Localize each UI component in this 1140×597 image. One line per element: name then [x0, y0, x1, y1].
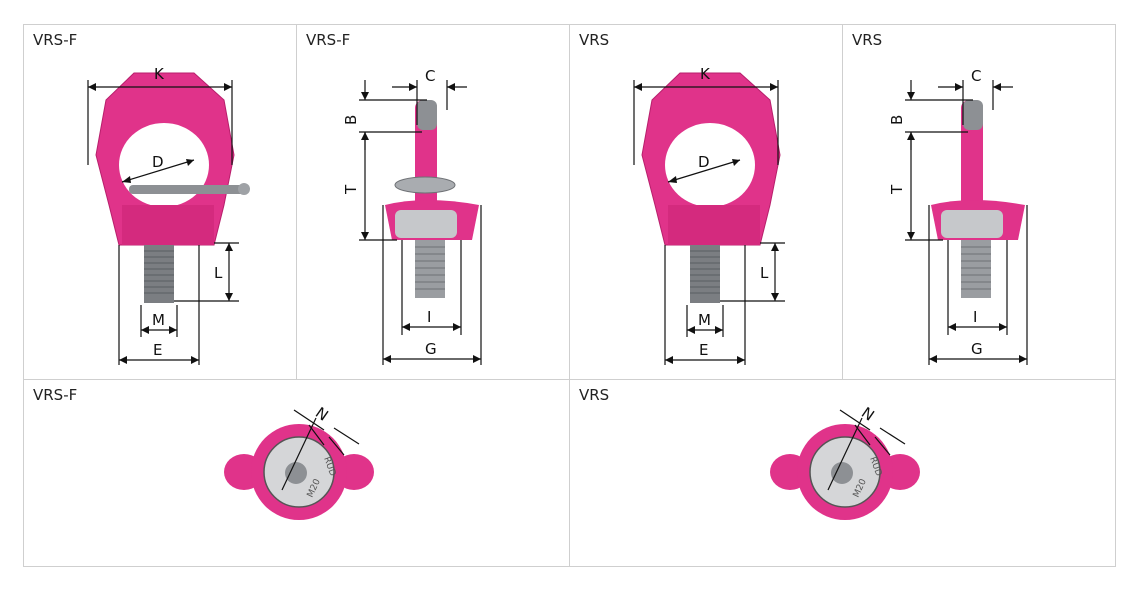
- column-divider: [569, 24, 570, 567]
- dim-label-d: D: [152, 153, 164, 171]
- column-divider: [842, 24, 843, 379]
- dim-label-i: I: [973, 308, 977, 326]
- eyebolt-side-drawing: C B T I G: [342, 67, 482, 365]
- dim-label-t: T: [888, 184, 906, 195]
- column-divider: [296, 24, 297, 379]
- thread: [144, 245, 174, 303]
- dim-label-n: N: [312, 404, 332, 425]
- eyebolt-top-drawing: M20 RUD N: [770, 404, 920, 520]
- dim-label-m: M: [152, 311, 165, 329]
- base-block: [668, 205, 760, 245]
- dim-label-b: B: [888, 115, 906, 125]
- collar: [941, 210, 1003, 238]
- dim-label-c: C: [425, 67, 435, 85]
- panel-vrsf-side: VRS-F C B T: [297, 25, 569, 379]
- dim-label-e: E: [153, 341, 162, 359]
- pin-head: [238, 183, 250, 195]
- eyebolt-front-drawing: K D L M E: [87, 65, 250, 365]
- dim-label-t: T: [342, 184, 360, 195]
- dim-label-g: G: [971, 340, 983, 358]
- eyebolt-front-drawing: K D L M E: [633, 65, 785, 365]
- ring-hole: [119, 123, 209, 207]
- panel-caption: VRS: [579, 386, 610, 404]
- panel-vrsf-top: VRS-F M20 RUD N: [24, 380, 569, 566]
- thread: [961, 240, 991, 298]
- thread: [690, 245, 720, 303]
- dim-label-c: C: [971, 67, 981, 85]
- washer: [394, 176, 456, 194]
- panel-caption: VRS-F: [33, 386, 78, 404]
- dim-label-d: D: [698, 153, 710, 171]
- ring-top: [417, 100, 437, 130]
- panel-vrs-side: VRS C B T I: [843, 25, 1115, 379]
- dim-label-i: I: [427, 308, 431, 326]
- eyebolt-side-drawing: C B T I G: [888, 67, 1028, 365]
- center-bolt: [831, 462, 853, 484]
- dim-label-l: L: [214, 264, 223, 282]
- panel-vrsf-front: VRS-F K D L: [24, 25, 296, 379]
- dim-label-k: K: [154, 65, 165, 83]
- dim-label-b: B: [342, 115, 360, 125]
- panel-vrs-top: VRS M20 RUD N: [570, 380, 1115, 566]
- pin: [129, 185, 244, 194]
- dim-label-l: L: [760, 264, 769, 282]
- dim-label-n: N: [858, 404, 878, 425]
- dim-label-g: G: [425, 340, 437, 358]
- dim-label-k: K: [700, 65, 711, 83]
- panel-vrs-front: VRS K D L M: [570, 25, 842, 379]
- collar: [395, 210, 457, 238]
- ring-hole: [665, 123, 755, 207]
- panel-caption: VRS-F: [306, 31, 351, 49]
- center-bolt: [285, 462, 307, 484]
- panel-caption: VRS: [579, 31, 610, 49]
- base-block: [122, 205, 214, 245]
- eyebolt-top-drawing: M20 RUD N: [224, 404, 374, 520]
- dim-label-m: M: [698, 311, 711, 329]
- panel-caption: VRS-F: [33, 31, 78, 49]
- dim-label-e: E: [699, 341, 708, 359]
- panel-caption: VRS: [852, 31, 883, 49]
- ring-top: [963, 100, 983, 130]
- thread: [415, 240, 445, 298]
